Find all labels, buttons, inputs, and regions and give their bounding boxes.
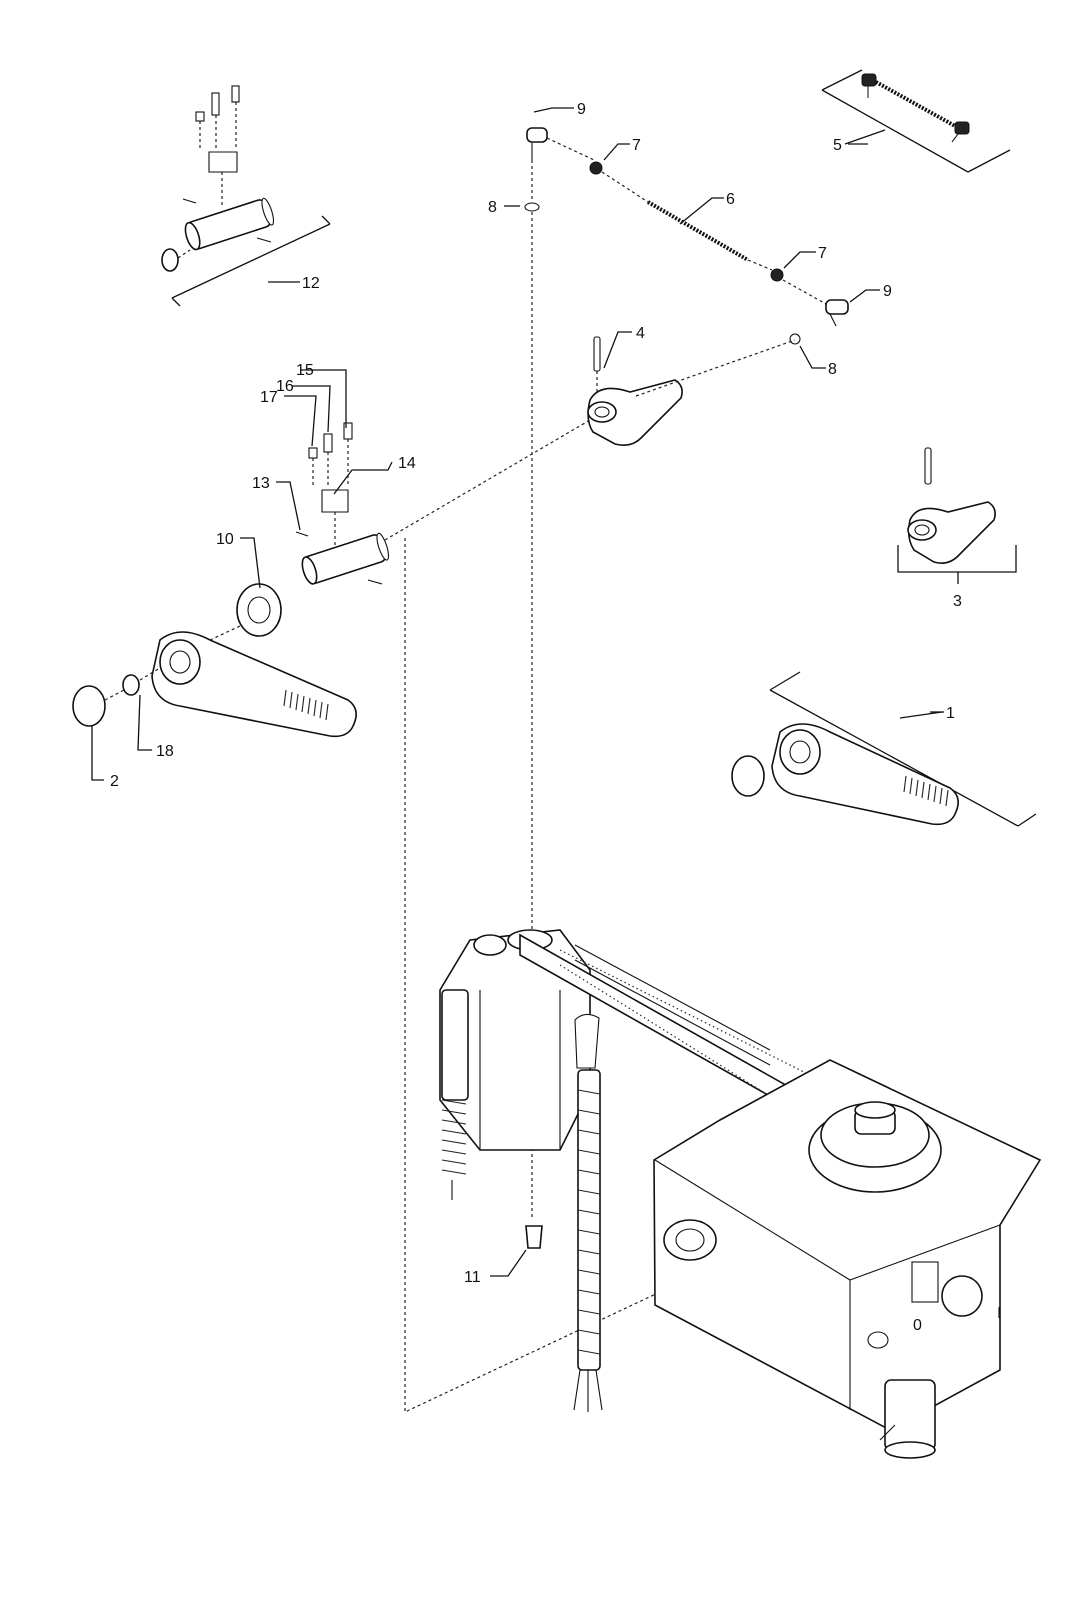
callout-2: 2 (110, 773, 119, 790)
callout-7-top: 7 (632, 137, 641, 154)
callout-10: 10 (216, 531, 234, 548)
motor-base-assembly (440, 930, 1040, 1458)
handle-left (73, 626, 356, 736)
callout-4: 4 (636, 325, 645, 342)
shaft-subassembly (237, 420, 590, 636)
callout-15: 15 (296, 362, 314, 379)
callout-8-left: 8 (488, 199, 497, 216)
lever-crank-part-4 (588, 337, 795, 445)
callout-16: 16 (276, 378, 294, 395)
subassembly-5 (822, 70, 1010, 172)
callout-12: 12 (302, 275, 320, 292)
switch-off-mark: 0 (913, 1317, 922, 1334)
callout-9-top: 9 (577, 101, 586, 118)
callout-17: 17 (260, 389, 278, 406)
callout-18: 18 (156, 743, 174, 760)
callout-9-right: 9 (883, 283, 892, 300)
callout-3: 3 (953, 593, 962, 610)
handle-right-part-1 (732, 672, 1036, 826)
callout-5: 5 (833, 137, 842, 154)
callout-11: 11 (464, 1269, 481, 1286)
lever-crank-part-3 (898, 448, 1016, 584)
callout-1: 1 (946, 705, 955, 722)
callout-8-right: 8 (828, 361, 837, 378)
callout-6: 6 (726, 191, 735, 208)
switch-on-mark: I (997, 1305, 1001, 1322)
callout-14: 14 (398, 455, 416, 472)
subassembly-12 (162, 86, 330, 306)
callout-13: 13 (252, 475, 270, 492)
callout-7-right: 7 (818, 245, 827, 262)
